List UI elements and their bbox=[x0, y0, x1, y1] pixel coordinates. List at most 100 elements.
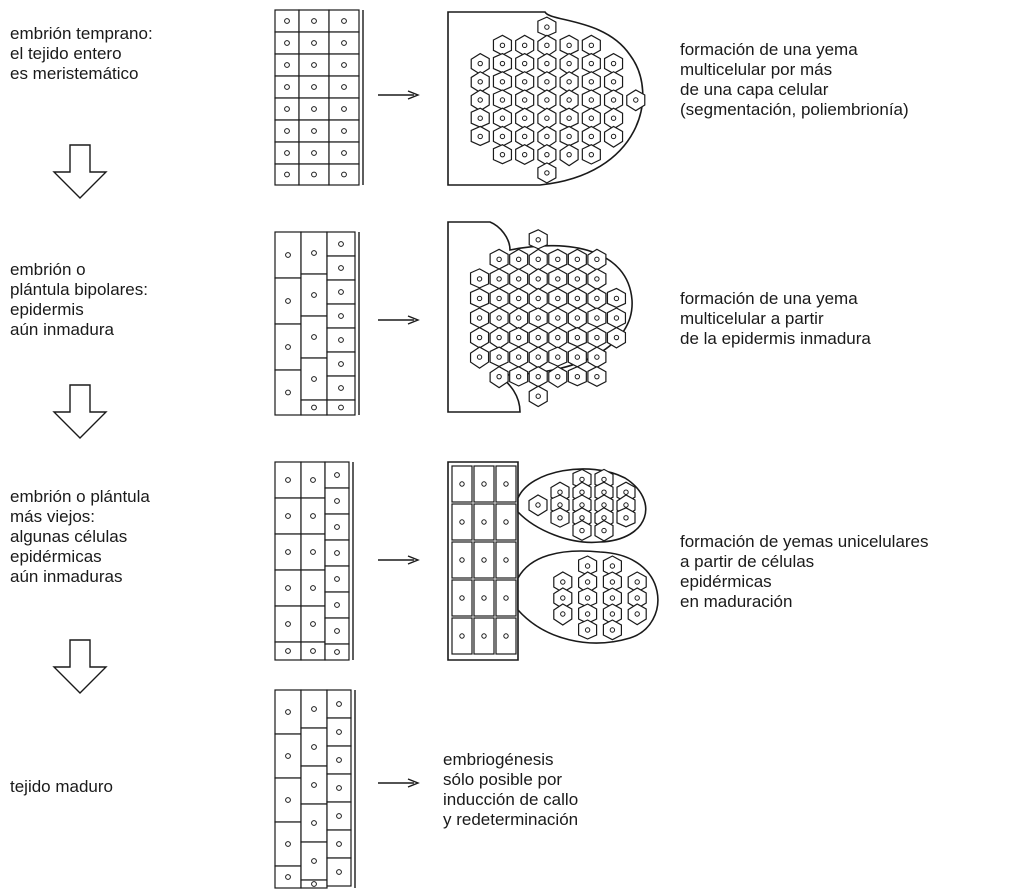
tissue-cell bbox=[329, 10, 359, 32]
bud-cell bbox=[529, 386, 547, 406]
bud-cell bbox=[510, 249, 528, 269]
bud-cell bbox=[582, 35, 600, 55]
right-arrow-icon bbox=[378, 556, 418, 564]
tissue-cell bbox=[325, 566, 349, 592]
bud-cell bbox=[510, 328, 528, 347]
tissue-cell bbox=[474, 542, 494, 578]
bud-cell bbox=[471, 328, 489, 348]
bud-cell bbox=[529, 230, 547, 249]
bud-cell bbox=[490, 308, 508, 328]
bud-cell bbox=[510, 269, 528, 289]
bud-cell bbox=[538, 90, 556, 110]
tissue-cell bbox=[301, 690, 327, 728]
tissue-cell bbox=[275, 822, 301, 866]
bud-cell bbox=[588, 367, 606, 387]
tissue-cell bbox=[327, 232, 355, 256]
tissue-cell bbox=[275, 164, 299, 185]
tissue-cell bbox=[275, 98, 299, 120]
bud-cell bbox=[582, 90, 600, 109]
tissue-cell bbox=[301, 232, 327, 274]
down-arrow-icon bbox=[54, 145, 106, 198]
bud-cell bbox=[568, 288, 586, 308]
bud-cell bbox=[588, 308, 606, 327]
bud-cell bbox=[605, 72, 623, 92]
bud-cell bbox=[516, 54, 534, 74]
tissue-cell bbox=[301, 534, 325, 570]
bud-cell bbox=[529, 328, 547, 348]
tissue-cell bbox=[496, 618, 516, 654]
tissue-cell bbox=[327, 802, 351, 830]
maturing-tissue-section bbox=[275, 462, 353, 660]
tissue-cell bbox=[327, 376, 355, 400]
tissue-cell bbox=[275, 120, 299, 142]
tissue-cell bbox=[325, 618, 349, 644]
bud-cell bbox=[493, 35, 511, 55]
bud-cell bbox=[582, 126, 600, 146]
tissue-cell bbox=[496, 580, 516, 616]
tissue-cell bbox=[329, 32, 359, 54]
bud-cell bbox=[510, 347, 528, 367]
tissue-cell bbox=[299, 76, 329, 98]
tissue-cell bbox=[275, 534, 301, 570]
tissue-cell bbox=[299, 164, 329, 185]
tissue-cell bbox=[329, 120, 359, 142]
tissue-cell bbox=[452, 504, 472, 540]
tissue-cell bbox=[325, 514, 349, 540]
down-arrow-icon bbox=[54, 385, 106, 438]
tissue-cell bbox=[275, 570, 301, 606]
bud-cell bbox=[588, 347, 606, 367]
bud-cell bbox=[582, 145, 600, 164]
bud-cell bbox=[493, 126, 511, 146]
tissue-cell bbox=[452, 542, 472, 578]
tissue-cell bbox=[325, 644, 349, 660]
tissue-cell bbox=[275, 606, 301, 642]
bud-cell bbox=[516, 72, 534, 92]
tissue-cell bbox=[299, 120, 329, 142]
tissue-cell bbox=[327, 304, 355, 328]
unicellular-buds bbox=[448, 462, 658, 660]
bud-cell bbox=[538, 163, 556, 183]
tissue-cell bbox=[452, 466, 472, 502]
bud-cell bbox=[516, 126, 534, 146]
tissue-cell bbox=[301, 642, 325, 660]
bud-cell bbox=[516, 145, 534, 165]
tissue-cell bbox=[452, 618, 472, 654]
bud-cell bbox=[490, 269, 508, 289]
bud-cell bbox=[490, 347, 508, 366]
tissue-cell bbox=[275, 462, 301, 498]
bud-cell bbox=[568, 347, 586, 367]
tissue-cell bbox=[299, 32, 329, 54]
tissue-cell bbox=[275, 778, 301, 822]
tissue-cell bbox=[299, 142, 329, 164]
tissue-cell bbox=[301, 462, 325, 498]
bud-cell bbox=[490, 288, 508, 308]
bud-cell bbox=[529, 367, 547, 387]
tissue-cell bbox=[496, 466, 516, 502]
multicellular-bud-epidermis bbox=[448, 222, 632, 412]
bud-cell bbox=[582, 72, 600, 91]
bud-cell bbox=[471, 126, 489, 145]
bud-cell bbox=[573, 521, 591, 541]
tissue-cell bbox=[301, 842, 327, 880]
tissue-cell bbox=[301, 804, 327, 842]
bud-cell bbox=[493, 90, 511, 109]
tissue-cell bbox=[275, 690, 301, 734]
tissue-cell bbox=[301, 358, 327, 400]
bud-cell bbox=[568, 328, 586, 347]
tissue-cell bbox=[275, 866, 301, 888]
tissue-cell bbox=[327, 830, 351, 858]
bud-cell bbox=[538, 17, 556, 36]
tissue-cell bbox=[329, 54, 359, 76]
bud-cell bbox=[568, 249, 586, 269]
bud-cell bbox=[516, 108, 534, 128]
tissue-cell bbox=[474, 618, 494, 654]
tissue-cell bbox=[329, 142, 359, 164]
tissue-cell bbox=[275, 370, 301, 415]
tissue-cell bbox=[474, 466, 494, 502]
multicellular-bud-multilayer bbox=[448, 12, 645, 185]
bud-cell bbox=[582, 54, 600, 73]
tissue-cell bbox=[275, 54, 299, 76]
bud-cell bbox=[493, 54, 511, 73]
